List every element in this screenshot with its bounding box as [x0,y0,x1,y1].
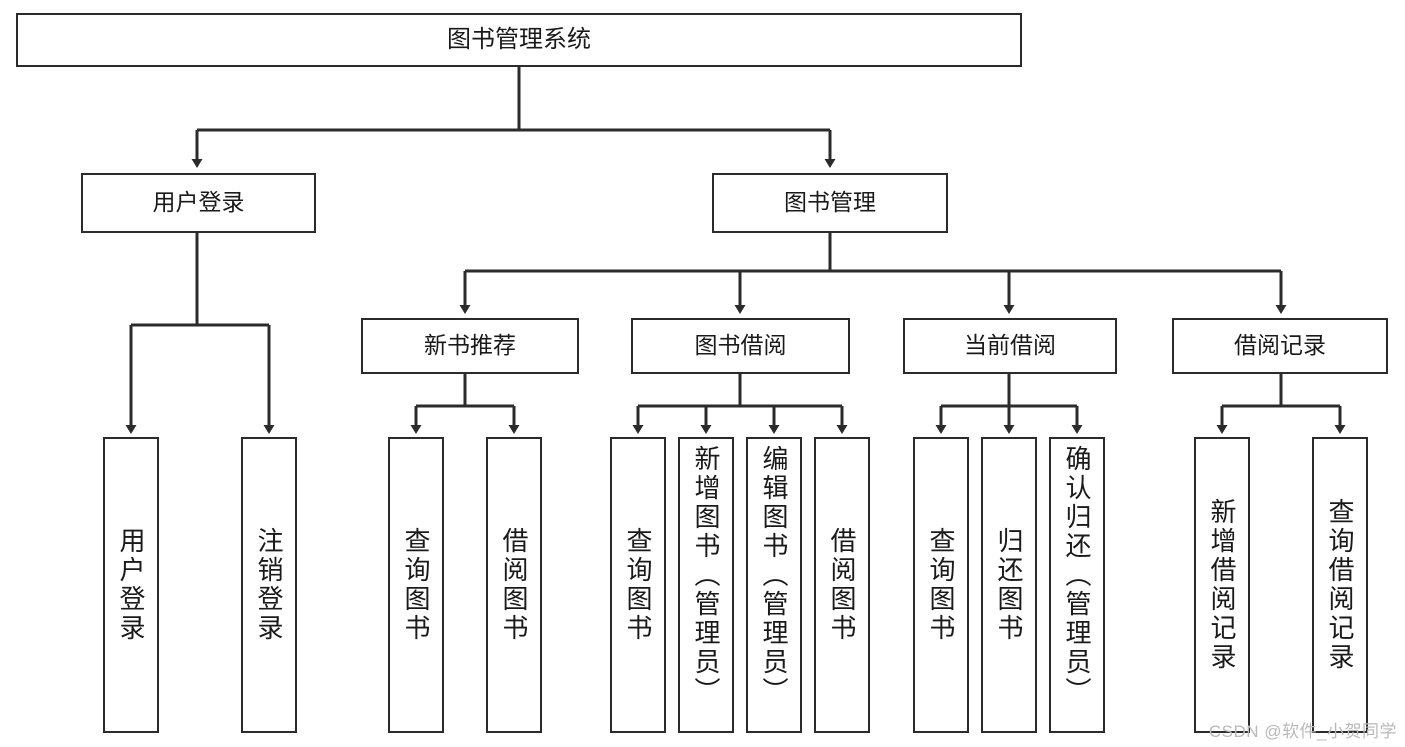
node-borrow-record-label: 借阅记录 [1234,332,1326,359]
leaf-query-record[interactable]: 查询借阅记录 [1312,437,1368,733]
node-user-login-label: 用户登录 [152,189,245,216]
leaf-add-book[interactable]: 新增图书（管理员） [678,437,734,733]
node-current-borrow-label: 当前借阅 [964,332,1056,359]
leaf-query-book-3[interactable]: 查询图书 [913,437,969,733]
node-book-borrow[interactable]: 图书借阅 [631,318,850,374]
node-book-borrow-label: 图书借阅 [694,332,787,359]
leaf-borrow-book-1[interactable]: 借阅图书 [486,437,542,733]
leaf-borrow-book-1-label: 借阅图书 [499,527,529,643]
node-book-manage[interactable]: 图书管理 [712,173,948,233]
leaf-query-book-2-label: 查询图书 [623,527,653,643]
leaf-add-record[interactable]: 新增借阅记录 [1194,437,1250,733]
leaf-return-book-label: 归还图书 [994,527,1024,643]
leaf-confirm-return[interactable]: 确认归还（管理员） [1049,437,1105,733]
leaf-borrow-book-2[interactable]: 借阅图书 [814,437,870,733]
leaf-edit-book-label: 编辑图书（管理员） [759,445,789,706]
leaf-confirm-return-label: 确认归还（管理员） [1062,445,1092,706]
leaf-borrow-book-2-label: 借阅图书 [827,527,857,643]
leaf-add-book-label: 新增图书（管理员） [691,445,721,706]
node-new-book-rec-label: 新书推荐 [424,332,516,359]
leaf-add-record-label: 新增借阅记录 [1207,498,1237,672]
node-root[interactable]: 图书管理系统 [16,13,1022,67]
node-current-borrow[interactable]: 当前借阅 [903,318,1117,374]
node-new-book-rec[interactable]: 新书推荐 [361,318,579,374]
node-user-login[interactable]: 用户登录 [81,173,316,233]
leaf-logout-login-label: 注销登录 [254,527,284,643]
leaf-query-book-2[interactable]: 查询图书 [610,437,666,733]
node-root-label: 图书管理系统 [447,25,591,53]
leaf-user-login-label: 用户登录 [116,527,146,643]
leaf-query-book-3-label: 查询图书 [926,527,956,643]
node-book-manage-label: 图书管理 [784,189,876,216]
leaf-user-login[interactable]: 用户登录 [103,437,159,733]
leaf-edit-book[interactable]: 编辑图书（管理员） [746,437,802,733]
node-borrow-record[interactable]: 借阅记录 [1172,318,1388,374]
watermark: CSDN @软件_小贺同学 [1208,722,1397,741]
leaf-query-book-1-label: 查询图书 [401,527,431,643]
leaf-query-record-label: 查询借阅记录 [1325,498,1355,672]
leaf-return-book[interactable]: 归还图书 [981,437,1037,733]
leaf-logout-login[interactable]: 注销登录 [241,437,297,733]
leaf-query-book-1[interactable]: 查询图书 [388,437,444,733]
